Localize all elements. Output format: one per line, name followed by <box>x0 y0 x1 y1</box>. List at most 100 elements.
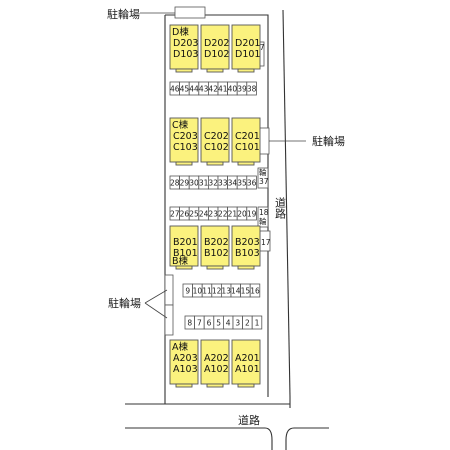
unit-balcony <box>175 68 193 73</box>
parking-slot <box>246 175 257 190</box>
unit-label-lower: B102 <box>204 248 229 259</box>
unit-label-upper: B201 <box>173 237 198 248</box>
parking-slot-label: 32 <box>208 179 218 188</box>
unit-balcony <box>237 68 255 73</box>
parking-slot-label: 10 <box>193 287 203 296</box>
unit-label-lower: C103 <box>173 142 198 153</box>
parking-slot-label: 7 <box>197 319 202 328</box>
side-road-edge <box>285 427 329 450</box>
unit-label-lower: B103 <box>235 248 260 259</box>
parking-slot-label: 28 <box>170 179 180 188</box>
building-name-label: B棟 <box>172 255 189 267</box>
parking-slot-label: 12 <box>212 287 222 296</box>
parking-slot-label: 46 <box>170 85 180 94</box>
bicycle-parking-left-upper <box>164 274 174 306</box>
unit-label-lower: A101 <box>235 364 260 375</box>
bike-37-label: 輪 <box>259 167 267 177</box>
parking-slot-label: 15 <box>241 287 251 296</box>
unit-balcony <box>206 161 224 166</box>
parking-slot-label: 33 <box>218 179 228 188</box>
parking-slot-label: 9 <box>185 287 190 296</box>
parking-slot-label: 23 <box>208 210 218 219</box>
bike-18-label: 輪 <box>259 216 267 226</box>
bicycle-parking-top <box>174 6 206 19</box>
unit-balcony <box>206 265 224 270</box>
parking-slot-label: 19 <box>247 210 257 219</box>
building-name-label: C棟 <box>172 119 189 131</box>
unit-label-lower: A103 <box>173 364 198 375</box>
parking-slot-label: 5 <box>216 319 221 328</box>
parking-slot-label: 35 <box>237 179 247 188</box>
parking-slot-label: 25 <box>189 210 199 219</box>
bicycle-parking-top-label: 駐輪場 <box>107 7 140 21</box>
parking-slot-label: 31 <box>199 179 209 188</box>
unit-balcony <box>175 161 193 166</box>
parking-slot-label: 13 <box>221 287 231 296</box>
parking-slot-label: 14 <box>231 287 241 296</box>
building-unit-block <box>200 339 230 385</box>
parking-slot-label: 2 <box>245 319 250 328</box>
building-unit-block <box>231 225 261 267</box>
parking-slot-18 <box>257 206 269 228</box>
bicycle-parking-left-label: 駐輪場 <box>108 296 141 310</box>
bicycle-parking-right-label: 駐輪場 <box>312 134 345 148</box>
parking-slot-label: 1 <box>255 319 260 328</box>
parking-slot-label: 38 <box>247 85 257 94</box>
unit-label-upper: B202 <box>204 237 229 248</box>
unit-label-lower: C101 <box>235 142 260 153</box>
parking-slot-label: 6 <box>207 319 212 328</box>
parking-slot-label: 22 <box>218 210 228 219</box>
building-name-label: A棟 <box>172 341 188 353</box>
unit-label-upper: D203 <box>173 38 198 49</box>
unit-label-upper: D201 <box>235 38 260 49</box>
unit-label-upper: C202 <box>204 131 229 142</box>
parking-slot-label: 45 <box>180 85 190 94</box>
parking-slot-37 <box>257 167 269 189</box>
parking-slot-label: 30 <box>189 179 199 188</box>
parking-slot <box>246 206 257 221</box>
bicycle-parking-left-lower <box>164 304 174 336</box>
building-unit-block <box>231 339 261 385</box>
buildings: D203D103D202D102D201D101D棟C203C103C202C1… <box>169 24 261 388</box>
road-horizontal-label: 道路 <box>238 413 260 427</box>
building-unit-block <box>169 24 199 70</box>
unit-label-upper: C201 <box>235 131 260 142</box>
parking-slot-label: 44 <box>189 85 199 94</box>
building-unit-block <box>231 24 261 70</box>
unit-label-lower: A102 <box>204 364 229 375</box>
parking-slot-label: 21 <box>228 210 238 219</box>
unit-label-upper: A201 <box>235 353 260 364</box>
parking-slot <box>249 283 261 298</box>
parking-slot-label: 39 <box>237 85 247 94</box>
building-unit-block <box>169 117 199 163</box>
parking-slot-label: 41 <box>218 85 228 94</box>
road-horizontal-edge-bottom <box>125 427 273 450</box>
unit-label-upper: C203 <box>173 131 198 142</box>
parking-slot-label: 16 <box>250 287 260 296</box>
parking-slot-37-label: 37 <box>259 177 269 186</box>
parking-slot-label: 29 <box>180 179 190 188</box>
bicycle-parking-right <box>258 127 270 155</box>
unit-balcony <box>206 383 224 388</box>
road-vertical-edge <box>282 9 291 398</box>
parking-slot <box>246 81 257 96</box>
unit-label-lower: C102 <box>204 142 229 153</box>
road-vertical-label-1: 道路 <box>274 196 287 220</box>
parking-slot-label: 4 <box>226 319 231 328</box>
parking-slot-label: 8 <box>187 319 192 328</box>
unit-label-lower: D102 <box>204 49 229 60</box>
building-unit-block <box>200 225 230 267</box>
unit-label-upper: B203 <box>235 237 260 248</box>
building-unit-block <box>200 24 230 70</box>
unit-label-lower: D103 <box>173 49 198 60</box>
unit-label-lower: B101 <box>173 248 198 259</box>
